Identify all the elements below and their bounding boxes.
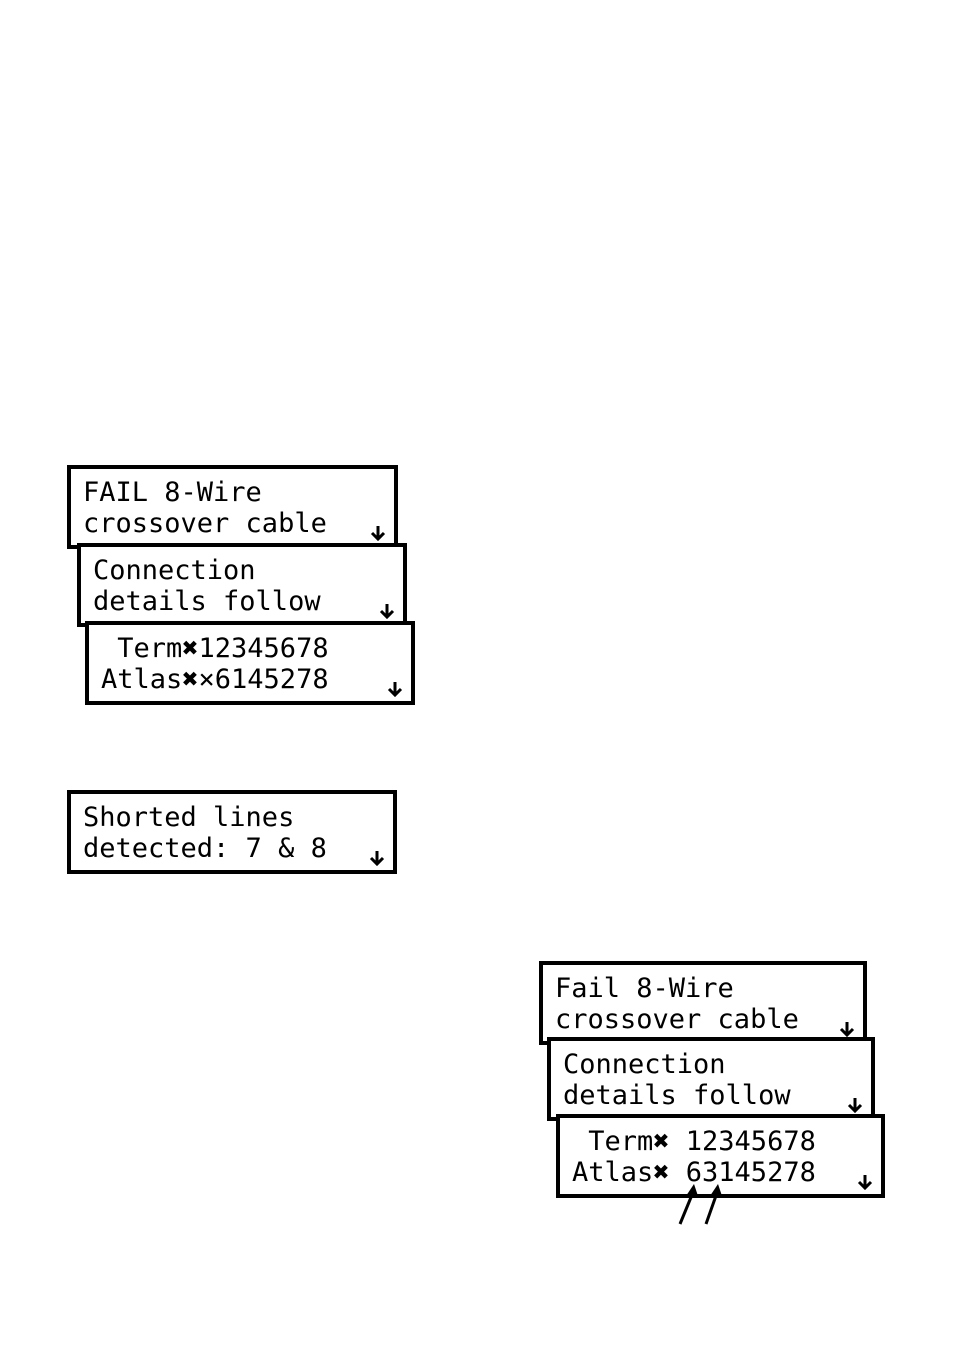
pointer-arrow-icon bbox=[672, 1178, 732, 1228]
lcd-panel-fail: FAIL 8-Wire crossover cable bbox=[67, 465, 398, 549]
lcd-panel-connection-2: Connection details follow bbox=[547, 1037, 875, 1121]
down-arrow-icon bbox=[847, 1097, 863, 1113]
lcd-line-1: Shorted lines bbox=[83, 802, 294, 833]
lcd-line-2: Atlas✖×6145278 bbox=[101, 664, 329, 695]
lcd-line-2: detected: 7 & 8 bbox=[83, 833, 327, 864]
lcd-line-1: Term✖ 12345678 bbox=[572, 1126, 816, 1157]
lcd-panel-shorted: Shorted lines detected: 7 & 8 bbox=[67, 790, 397, 874]
lcd-line-1: Term✖12345678 bbox=[101, 633, 329, 664]
lcd-line-1: Fail 8-Wire bbox=[555, 973, 734, 1004]
down-arrow-icon bbox=[370, 525, 386, 541]
lcd-line-1: FAIL 8-Wire bbox=[83, 477, 262, 508]
lcd-line-2: details follow bbox=[563, 1080, 791, 1111]
lcd-panel-connection: Connection details follow bbox=[77, 543, 407, 627]
lcd-line-2: crossover cable bbox=[555, 1004, 799, 1035]
lcd-line-2: details follow bbox=[93, 586, 321, 617]
lcd-line-2: crossover cable bbox=[83, 508, 327, 539]
lcd-line-1: Connection bbox=[93, 555, 256, 586]
down-arrow-icon bbox=[369, 850, 385, 866]
down-arrow-icon bbox=[379, 603, 395, 619]
down-arrow-icon bbox=[857, 1174, 873, 1190]
lcd-line-1: Connection bbox=[563, 1049, 726, 1080]
lcd-panel-fail-2: Fail 8-Wire crossover cable bbox=[539, 961, 867, 1045]
down-arrow-icon bbox=[387, 681, 403, 697]
down-arrow-icon bbox=[839, 1021, 855, 1037]
lcd-panel-wiremap: Term✖12345678 Atlas✖×6145278 bbox=[85, 621, 415, 705]
